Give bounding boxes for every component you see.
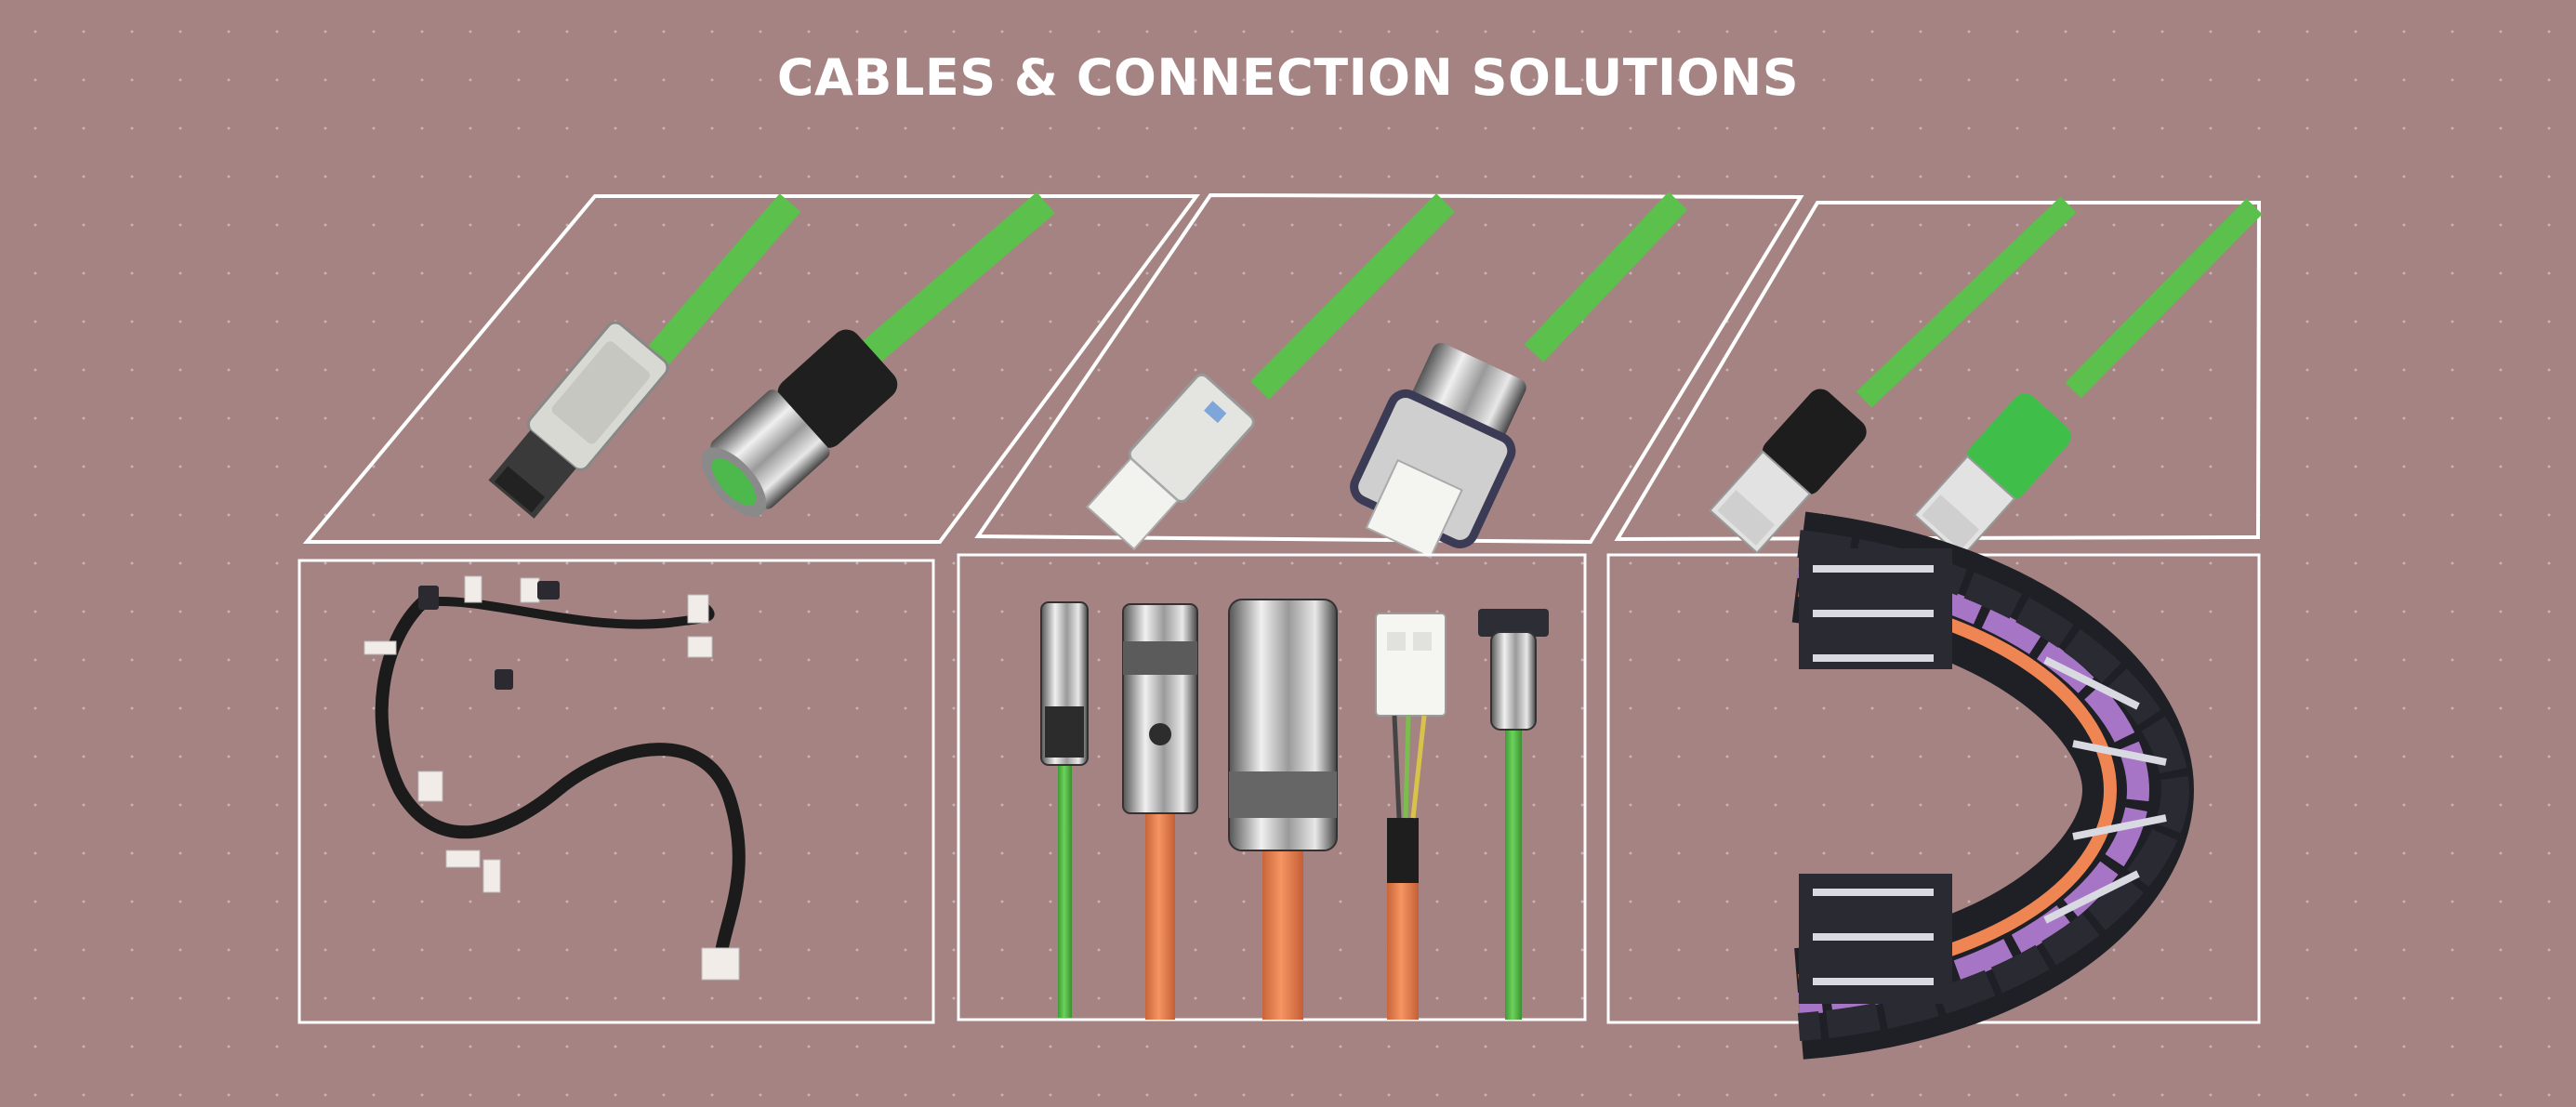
harness-black-plugs	[418, 581, 560, 690]
panel-drag-chain	[1606, 511, 2261, 1060]
green-cable	[2065, 198, 2263, 399]
panel-frame	[1614, 201, 2262, 542]
page-title: CABLES & CONNECTION SOLUTIONS	[776, 48, 1800, 107]
cable-drag-chain	[1791, 511, 2195, 1060]
d-sub-connector	[1478, 609, 1549, 731]
rj45-patch-cord-green-boot	[1913, 393, 2071, 560]
m23-power-connector	[1122, 603, 1198, 814]
field-assembly-rj45-connector	[1086, 373, 1255, 551]
industrial-ethernet-rj45-connector	[488, 321, 669, 519]
green-cable	[1524, 191, 1688, 362]
green-cable	[855, 191, 1055, 369]
panel-circular-connectors	[957, 553, 1587, 1021]
panel-wire-harness	[297, 559, 935, 1024]
harness-terminal-labels	[363, 575, 740, 981]
rj45-patch-cord-black-boot	[1709, 389, 1867, 555]
panel-frame	[974, 192, 1804, 545]
m12-circular-connector	[701, 329, 898, 517]
panel-frame	[297, 559, 935, 1024]
green-cable	[1250, 193, 1455, 400]
panel-rj45-connectors	[974, 191, 1804, 560]
m40-power-connector	[1228, 599, 1338, 851]
panel-frame	[302, 194, 1200, 544]
panel-industrial-connectors	[302, 191, 1200, 544]
push-pull-rj45-connector	[1350, 342, 1526, 560]
green-cable	[640, 193, 801, 374]
panel-patch-cords	[1614, 196, 2263, 560]
molex-power-plug	[1375, 613, 1447, 819]
m8-signal-connector	[1040, 601, 1089, 766]
wire-harness-assembly	[375, 596, 746, 964]
green-cable	[1856, 196, 2077, 408]
